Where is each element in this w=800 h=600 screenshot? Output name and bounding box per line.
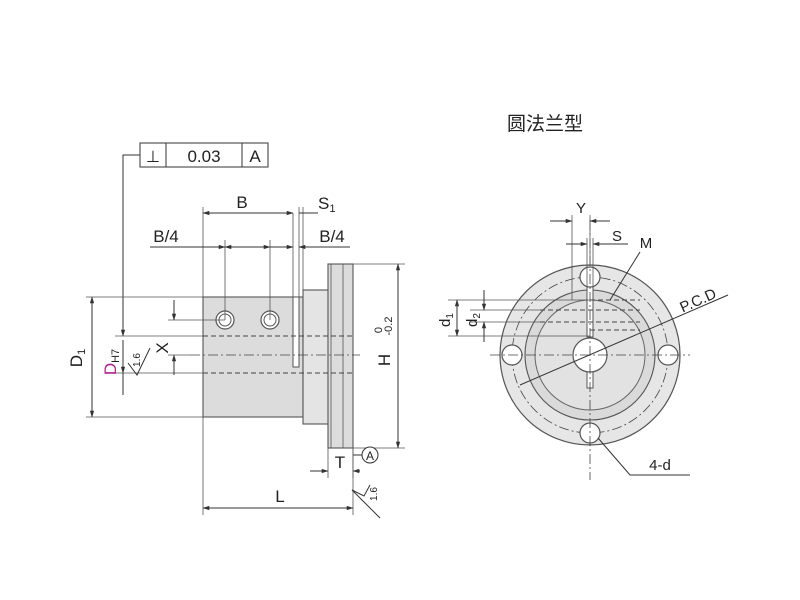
side-flange [327, 263, 354, 449]
label-S: S [612, 228, 622, 245]
side-view-labels: B S1 B/4 B/4 X D1 DH7 1.6 1.6 H 0 -0.2 T… [67, 193, 395, 506]
tolerance-value: 0.03 [187, 147, 220, 166]
label-B: B [236, 193, 247, 212]
roughness-left: 1.6 [132, 353, 143, 367]
label-D-H7: DH7 [101, 349, 122, 375]
label-L: L [275, 487, 284, 506]
label-X: X [153, 342, 172, 353]
label-B4-left: B/4 [153, 227, 179, 246]
label-PCD: P.C.D [677, 285, 719, 316]
label-Y: Y [576, 200, 586, 217]
label-holes: 4-d [649, 457, 671, 474]
label-H-tol-lower: -0.2 [383, 317, 395, 336]
label-B4-right: B/4 [319, 227, 345, 246]
perpendicularity-symbol: ⊥ [146, 149, 160, 166]
roughness-bottom: 1.6 [369, 487, 380, 501]
label-H: H [375, 354, 394, 366]
label-S1: S1 [318, 194, 335, 215]
label-M: M [640, 235, 653, 252]
label-T: T [335, 453, 345, 472]
tolerance-datum: A [249, 147, 261, 166]
datum-A-circle-label: A [366, 449, 374, 463]
front-view-labels: 圆法兰型 Y S M P.C.D d1 d2 4-d [437, 113, 719, 474]
label-D1: D1 [67, 349, 88, 367]
front-view [448, 215, 729, 480]
label-d2: d2 [464, 313, 483, 327]
tolerance-frame: ⊥ 0.03 A [139, 142, 269, 168]
label-H-tol-upper: 0 [373, 327, 385, 333]
label-d1: d1 [437, 313, 456, 327]
side-hub [302, 289, 332, 425]
page-title: 圆法兰型 [507, 113, 583, 135]
side-view [86, 154, 405, 519]
